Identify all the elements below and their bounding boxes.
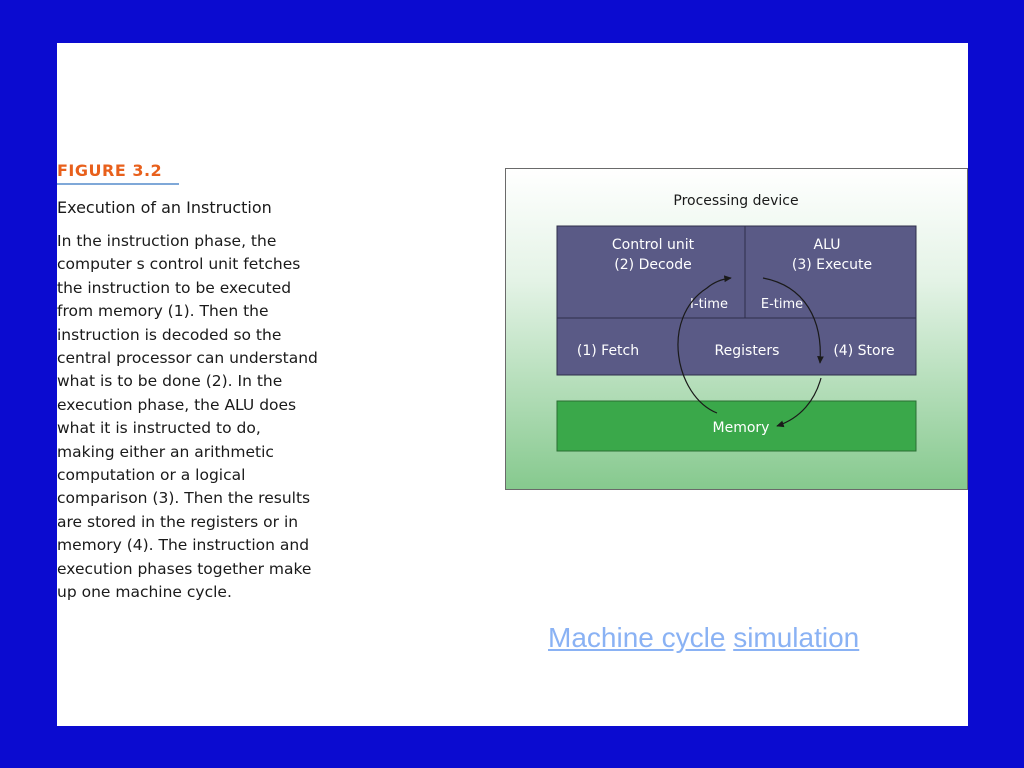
caption-line: the instruction to be executed — [57, 278, 292, 297]
e-time-label: E-time — [761, 297, 803, 312]
memory-label: Memory — [713, 420, 770, 436]
control-unit-label: Control unit — [612, 237, 695, 253]
simulation-link[interactable]: simulation — [733, 622, 860, 653]
figure-label: FIGURE 3.2 — [57, 161, 179, 185]
caption-line: computer s control unit fetches — [57, 255, 301, 274]
caption-line: are stored in the registers or in — [57, 512, 299, 531]
caption-line: up one machine cycle. — [57, 583, 232, 602]
cycle-arrow-left-path — [677, 275, 732, 414]
control-unit-box — [556, 225, 746, 319]
simulation-link-row: Machine cycle simulation — [548, 622, 859, 654]
caption-line: central processor can understand — [57, 349, 318, 368]
machine-cycle-link[interactable]: Machine cycle — [548, 622, 726, 653]
caption-line: from memory (1). Then the — [57, 302, 269, 321]
cycle-arrow-bottom-path — [776, 377, 822, 428]
registers-label: Registers — [715, 343, 780, 359]
i-time-label: I-time — [690, 297, 728, 312]
caption-line: what it is instructed to do, — [57, 419, 261, 438]
caption-line: making either an arithmetic — [57, 442, 274, 461]
caption-line: computation or a logical — [57, 466, 246, 485]
decode-label: (2) Decode — [614, 257, 691, 273]
machine-cycle-diagram: Processing device Control unit (2) Decod… — [505, 168, 968, 490]
alu-label: ALU — [814, 237, 841, 253]
execute-label: (3) Execute — [792, 257, 872, 273]
processing-device-title: Processing device — [673, 193, 798, 209]
fetch-label: (1) Fetch — [577, 343, 639, 359]
caption-line: comparison (3). Then the results — [57, 489, 311, 508]
caption-line: In the instruction phase, the — [57, 232, 277, 250]
caption-line: execution phase, the ALU does — [57, 395, 297, 414]
store-label: (4) Store — [833, 343, 894, 359]
caption-line: what is to be done (2). In the — [57, 372, 283, 391]
figure-caption: In the instruction phase, the computer s… — [57, 230, 342, 605]
memory-box — [556, 400, 917, 452]
caption-line: memory (4). The instruction and — [57, 536, 310, 555]
caption-line: execution phases together make — [57, 559, 312, 578]
alu-box — [744, 225, 917, 319]
figure-title: Execution of an Instruction — [57, 198, 272, 217]
caption-line: instruction is decoded so the — [57, 325, 282, 344]
cycle-arrow-right-path — [762, 277, 824, 364]
registers-box — [556, 317, 917, 376]
